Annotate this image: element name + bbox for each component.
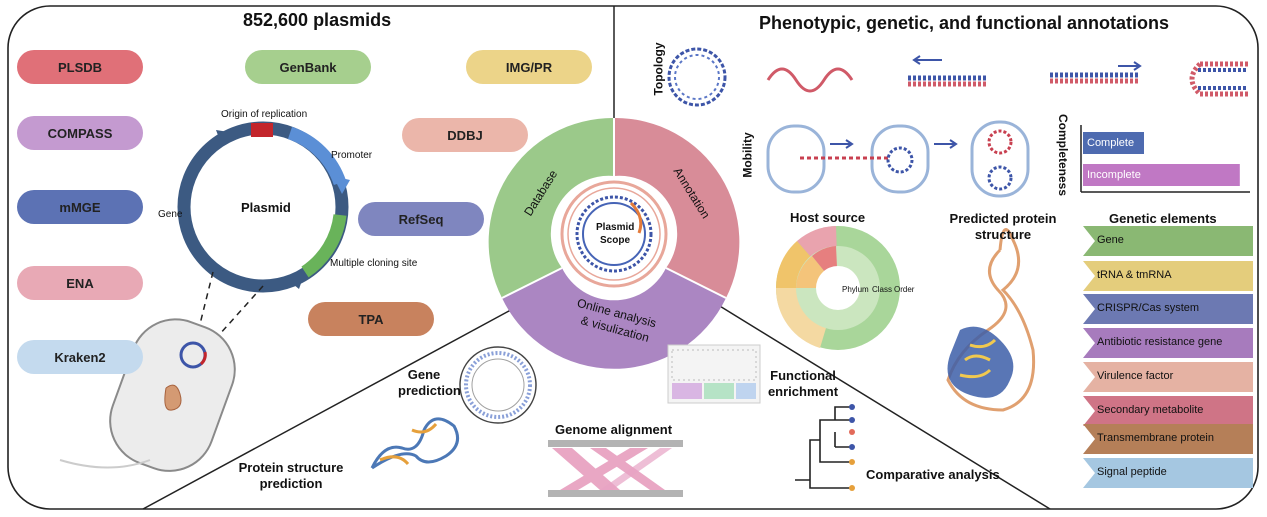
source-img-pr[interactable]: IMG/PR	[466, 50, 592, 84]
functional-enrichment-label: Functional enrichment	[767, 368, 839, 399]
source-kraken2[interactable]: Kraken2	[17, 340, 143, 374]
gene-prediction-plot	[459, 346, 537, 424]
genetic-element-secondary-metabolite: Secondary metabolite	[1083, 396, 1253, 426]
promoter-label: Promoter	[331, 150, 373, 161]
protein-structure-thumbnail	[370, 417, 460, 470]
genetic-element-tag-shape	[1083, 261, 1253, 291]
genetic-element-transmembrane: Transmembrane protein	[1083, 424, 1253, 454]
plasmid-center-label: Plasmid	[241, 200, 291, 215]
scope-label-line1: Plasmid	[596, 222, 635, 233]
source-tpa[interactable]: TPA	[308, 302, 434, 336]
phylum-label: Phylum	[842, 285, 869, 294]
predicted-protein-structure	[946, 228, 1036, 412]
incomplete-bar-label: Incomplete	[1087, 169, 1141, 181]
host-source-title: Host source	[790, 210, 866, 225]
genetic-element-tag-shape	[1083, 424, 1253, 454]
dna-ring-icon	[575, 195, 653, 273]
sources-title: 852,600 plasmids	[243, 10, 392, 30]
topology-label: Topology	[651, 42, 666, 96]
class-label: Class	[872, 285, 893, 294]
genome-alignment-plot	[548, 440, 683, 497]
gene-prediction-label: Gene prediction	[398, 367, 461, 398]
predicted-structure-title: Predicted protein structure	[949, 211, 1057, 242]
genetic-element-crispr: CRISPR/Cas system	[1083, 294, 1253, 324]
order-label: Order	[894, 285, 915, 294]
origin-segment	[251, 123, 273, 137]
mobility-panel	[766, 120, 1030, 198]
genetic-element-arg: Antibiotic resistance gene	[1083, 328, 1253, 358]
source-mmge[interactable]: mMGE	[17, 190, 143, 224]
center-wheel	[488, 117, 740, 369]
host-source-sunburst	[775, 226, 900, 350]
source-compass[interactable]: COMPASS	[17, 116, 143, 150]
complete-bar-label: Complete	[1087, 137, 1135, 149]
genetic-element-tag-shape	[1083, 294, 1253, 324]
genetic-element-tag-shape	[1083, 458, 1253, 488]
annotations-title: Phenotypic, genetic, and functional anno…	[759, 13, 1170, 33]
genetic-element-gene: Gene	[1083, 226, 1253, 256]
genetic-elements-title: Genetic elements	[1109, 211, 1217, 226]
online-analysis-sector	[502, 268, 726, 369]
scope-label-line2: Scope	[600, 235, 631, 246]
genetic-element-tag-shape	[1083, 226, 1253, 256]
linear-dna-icon	[766, 67, 854, 93]
incomplete-bar	[1083, 164, 1240, 186]
source-ena[interactable]: ENA	[17, 266, 143, 300]
gene-label: Gene	[158, 209, 183, 220]
source-plsdb[interactable]: PLSDB	[17, 50, 143, 84]
database-sector	[488, 117, 614, 299]
source-genbank[interactable]: GenBank	[245, 50, 371, 84]
source-refseq[interactable]: RefSeq	[358, 202, 484, 236]
genome-alignment-label: Genome alignment	[555, 422, 673, 437]
completeness-label: Completeness	[1056, 113, 1071, 197]
comparative-tree	[795, 404, 855, 491]
right-diagonal	[709, 299, 1051, 510]
completeness-chart	[1080, 125, 1250, 193]
complete-bar	[1083, 132, 1144, 154]
functional-enrichment-heatmap	[667, 344, 761, 404]
genetic-element-tag-shape	[1083, 396, 1253, 426]
source-ddbj[interactable]: DDBJ	[402, 118, 528, 152]
genetic-element-tag-shape	[1083, 362, 1253, 392]
origin-label: Origin of replication	[221, 109, 308, 120]
genetic-element-tag-shape	[1083, 328, 1253, 358]
mobility-label: Mobility	[740, 132, 755, 178]
genetic-element-signal-peptide: Signal peptide	[1083, 458, 1253, 488]
annotation-sector	[614, 117, 740, 299]
comparative-analysis-label: Comparative analysis	[866, 467, 1000, 482]
protein-structure-label: Protein structure prediction	[238, 460, 344, 491]
mcs-segment	[301, 214, 347, 278]
mcs-label: Multiple cloning site	[330, 258, 418, 269]
genetic-element-virulence: Virulence factor	[1083, 362, 1253, 392]
genetic-element-trna: tRNA & tmRNA	[1083, 261, 1253, 291]
topology-panel	[667, 47, 1250, 107]
center-hub	[557, 177, 671, 291]
left-diagonal	[142, 304, 521, 510]
promoter-segment	[287, 126, 347, 186]
